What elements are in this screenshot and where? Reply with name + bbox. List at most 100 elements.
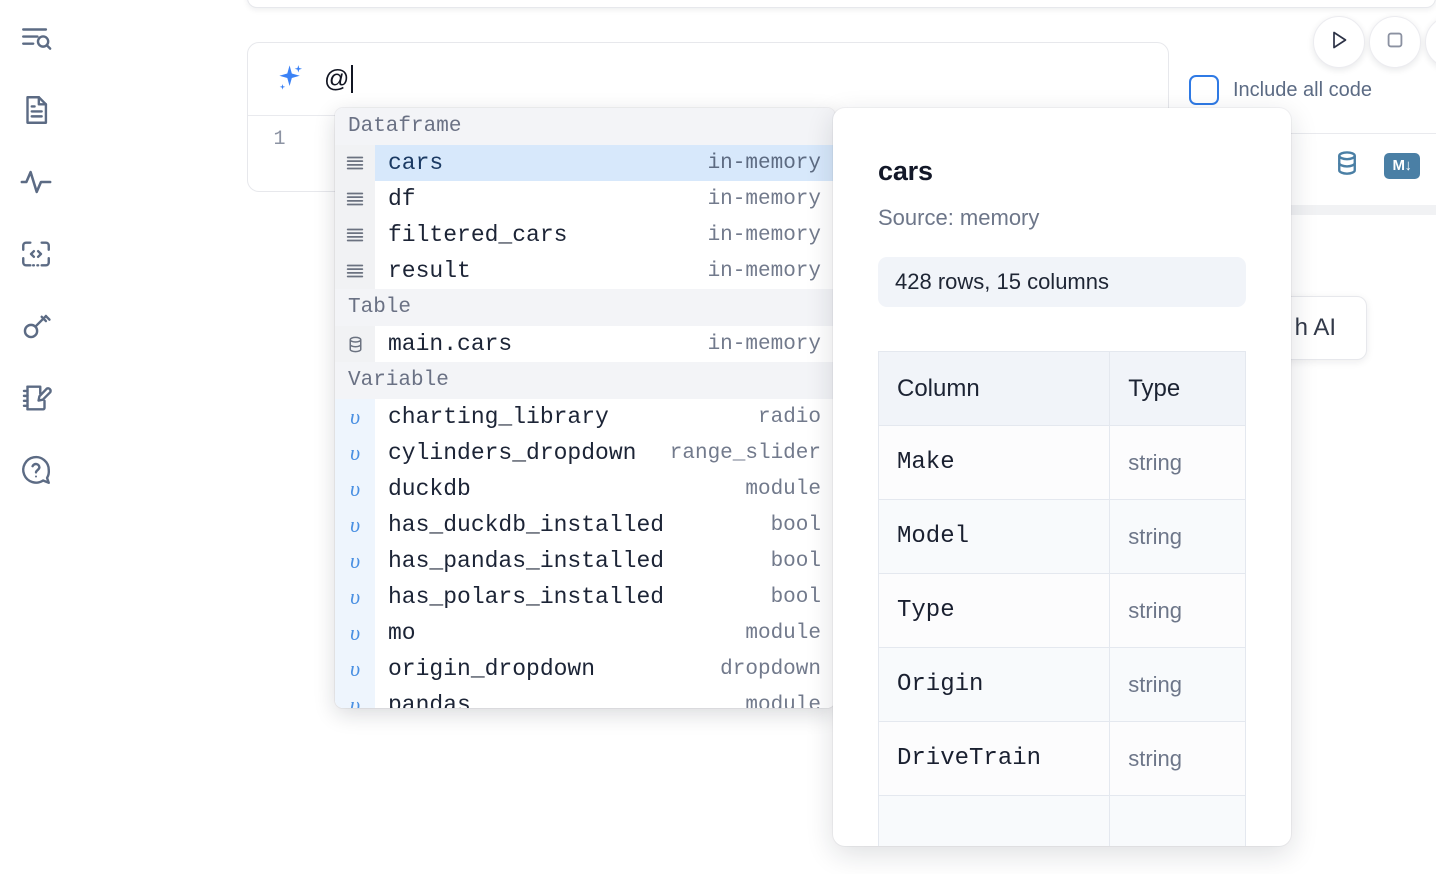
autocomplete-item-name: mo — [388, 620, 416, 646]
autocomplete-item-type: in-memory — [707, 332, 821, 356]
sidebar-rail — [0, 0, 72, 874]
autocomplete-item-type: radio — [757, 405, 821, 429]
more-actions-button[interactable] — [1425, 16, 1436, 68]
variable-icon: υ — [335, 615, 375, 651]
stop-square-icon — [1384, 29, 1406, 56]
autocomplete-item-type: module — [745, 693, 821, 709]
table-cell-column: Make — [877, 425, 1111, 500]
sidebar-item-scratchpad[interactable] — [12, 374, 60, 422]
sidebar-item-activity-monitor[interactable] — [12, 158, 60, 206]
table-cell-type: string — [1109, 499, 1246, 574]
ai-prompt-row[interactable]: @ — [248, 43, 1168, 115]
autocomplete-item[interactable]: υ charting_library radio — [335, 399, 835, 435]
table-cell-type — [1109, 795, 1246, 846]
play-icon — [1327, 28, 1351, 57]
sidebar-item-file-explorer[interactable] — [12, 86, 60, 134]
autocomplete-item-name: main.cars — [388, 331, 513, 357]
database-icon[interactable] — [1332, 148, 1362, 183]
autocomplete-item-name: cylinders_dropdown — [388, 440, 637, 466]
sidebar-item-snippets[interactable] — [12, 230, 60, 278]
completion-doc-panel: cars Source: memory 428 rows, 15 columns… — [833, 108, 1291, 846]
variable-icon: υ — [335, 543, 375, 579]
include-all-code-checkbox[interactable] — [1189, 75, 1219, 105]
autocomplete-item-name: cars — [388, 150, 444, 176]
generate-with-ai-label: h AI — [1294, 314, 1336, 341]
table-cell-column: Type — [877, 573, 1111, 648]
autocomplete-item-name: has_duckdb_installed — [388, 512, 665, 538]
table-row — [877, 795, 1246, 846]
doc-source: Source: memory — [878, 205, 1040, 230]
include-all-code-label: Include all code — [1233, 78, 1372, 101]
previous-cell-shell — [247, 0, 1436, 8]
dataframe-icon — [335, 181, 375, 217]
ai-prompt-input[interactable]: @ — [324, 64, 353, 94]
cell-shadow-strip — [1189, 205, 1436, 215]
doc-title: cars — [878, 156, 933, 186]
autocomplete-item[interactable]: cars in-memory — [335, 145, 835, 181]
stop-button[interactable] — [1369, 16, 1421, 68]
variable-icon: υ — [335, 399, 375, 435]
ai-prompt-value: @ — [324, 64, 350, 93]
autocomplete-item-type: module — [745, 621, 821, 645]
markdown-icon[interactable]: M↓ — [1384, 152, 1420, 179]
database-icon — [335, 326, 375, 362]
autocomplete-item-type: module — [745, 477, 821, 501]
autocomplete-group-table: main.cars in-memory — [335, 326, 835, 362]
autocomplete-item-name: pandas — [388, 692, 471, 708]
autocomplete-item-type: bool — [770, 585, 821, 609]
list-search-icon — [19, 21, 53, 55]
autocomplete-group-header: Variable — [335, 362, 835, 399]
include-all-code-row[interactable]: Include all code — [1189, 60, 1372, 120]
code-brackets-icon — [19, 237, 53, 271]
variable-icon: υ — [335, 435, 375, 471]
autocomplete-item-name: df — [388, 186, 416, 212]
autocomplete-item[interactable]: main.cars in-memory — [335, 326, 835, 362]
table-header-cell: Column — [877, 351, 1111, 426]
table-cell-column: Origin — [877, 647, 1111, 722]
file-text-icon — [19, 93, 53, 127]
autocomplete-item-type: in-memory — [707, 151, 821, 175]
sidebar-item-help[interactable] — [12, 446, 60, 494]
run-cell-button[interactable] — [1313, 16, 1365, 68]
autocomplete-item[interactable]: υ cylinders_dropdown range_slider — [335, 435, 835, 471]
autocomplete-item-name: origin_dropdown — [388, 656, 596, 682]
variable-icon: υ — [335, 471, 375, 507]
autocomplete-group-header: Dataframe — [335, 108, 835, 145]
autocomplete-item-name: charting_library — [388, 404, 609, 430]
sidebar-item-secrets[interactable] — [12, 302, 60, 350]
sparkles-icon — [270, 60, 308, 98]
autocomplete-group-variable: υ charting_library radio υ cylinders_dropdow… — [335, 399, 835, 708]
notebook-pen-icon — [19, 381, 53, 415]
table-cell-type: string — [1109, 425, 1246, 500]
dataframe-icon — [335, 253, 375, 289]
table-cell-type: string — [1109, 721, 1246, 796]
autocomplete-item-name: result — [388, 258, 471, 284]
doc-shape-badge: 428 rows, 15 columns — [878, 257, 1246, 307]
sidebar-item-explore-notebook[interactable] — [12, 14, 60, 62]
autocomplete-item-type: range_slider — [669, 441, 821, 465]
table-cell-type: string — [1109, 573, 1246, 648]
table-cell-type: string — [1109, 647, 1246, 722]
autocomplete-group-header: Table — [335, 289, 835, 326]
key-icon — [19, 309, 53, 343]
autocomplete-item-type: in-memory — [707, 223, 821, 247]
